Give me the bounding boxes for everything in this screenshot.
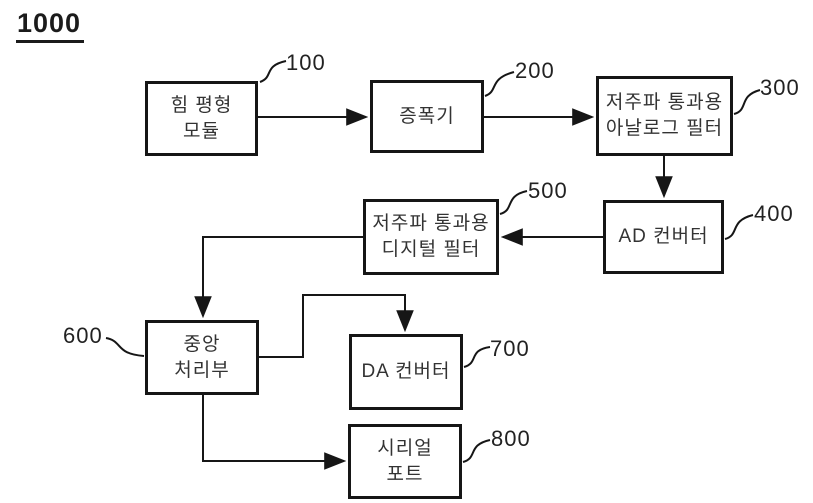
ad-converter-label: AD 컨버터 [618, 226, 709, 248]
da-converter-box: DA 컨버터 [349, 334, 463, 410]
leader-400 [724, 214, 754, 240]
leader-600 [105, 337, 145, 357]
lowpass-analog-filter-label: 저주파 통과용 아날로그 필터 [605, 92, 724, 139]
ref-label-800: 800 [491, 426, 531, 451]
figure-number: 1000 [16, 8, 85, 43]
leader-500 [499, 190, 528, 215]
serial-port-label: 시리얼 포트 [377, 437, 433, 485]
ref-label-200: 200 [515, 58, 555, 83]
ref-label-500: 500 [528, 178, 568, 203]
force-balance-module-box: 힘 평형 모듈 [145, 81, 258, 156]
ad-converter-box: AD 컨버터 [603, 200, 724, 274]
leader-800 [462, 439, 491, 463]
ref-label-400: 400 [754, 201, 794, 226]
lowpass-digital-filter-box: 저주파 통과용 디지털 필터 [363, 199, 499, 275]
arrow-600-to-700 [259, 294, 414, 358]
arrow-600-to-800 [202, 395, 347, 470]
lowpass-analog-filter-box: 저주파 통과용 아날로그 필터 [596, 76, 733, 156]
force-balance-module-label: 힘 평형 모듈 [170, 94, 233, 142]
da-converter-label: DA 컨버터 [361, 361, 451, 383]
lowpass-digital-filter-label: 저주파 통과용 디지털 필터 [372, 213, 490, 260]
amplifier-label: 증폭기 [399, 105, 455, 127]
central-processor-label: 중앙 처리부 [174, 333, 230, 381]
arrow-500-to-600 [194, 236, 363, 319]
serial-port-box: 시리얼 포트 [348, 424, 462, 499]
ref-label-100: 100 [286, 50, 326, 75]
ref-label-600: 600 [63, 323, 103, 348]
ref-label-300: 300 [760, 75, 800, 100]
leader-200 [484, 71, 515, 97]
leader-700 [463, 346, 491, 368]
leader-300 [733, 89, 761, 115]
amplifier-box: 증폭기 [370, 80, 484, 153]
ref-label-700: 700 [490, 336, 530, 361]
central-processor-box: 중앙 처리부 [145, 320, 259, 395]
leader-100 [259, 60, 287, 83]
